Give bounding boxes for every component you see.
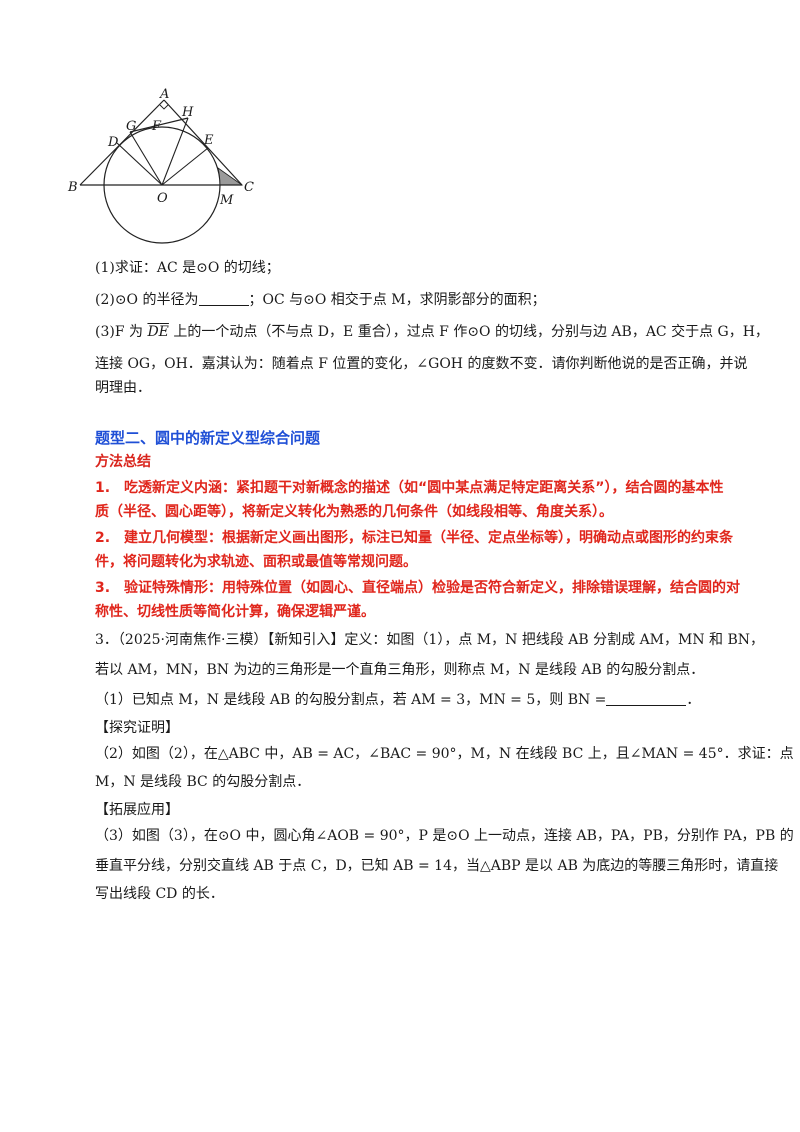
label-h: H — [181, 105, 194, 120]
problem-3-part-1: （1）已知点 M，N 是线段 AB 的勾股分割点，若 AM = 3，MN = 5… — [95, 690, 745, 710]
method-3-line-1: 3. 验证特殊情形：用特殊位置（如圆心、直径端点）检验是否符合新定义，排除错误理… — [95, 580, 741, 596]
radius-answer-blank[interactable] — [198, 291, 249, 306]
geometry-figure: A H G F D E B O M C — [60, 87, 270, 248]
arc-de: DE — [147, 324, 169, 340]
question-part-3-start: (3)F 为 — [95, 324, 148, 340]
segment-od — [116, 142, 163, 186]
label-d: D — [107, 135, 119, 150]
segment-og — [129, 131, 163, 186]
extend-application-label: 【拓展应用】 — [95, 802, 179, 818]
tangent-gh — [129, 117, 189, 133]
label-b: B — [67, 180, 78, 195]
section-title: 题型二、圆中的新定义型综合问题 — [95, 429, 321, 447]
label-e: E — [203, 133, 214, 148]
question-part-3-mid: 上的一个动点（不与点 D，E 重合），过点 F 作⊙O 的切线，分别与边 AB，… — [168, 324, 769, 340]
question-part-3-line-3: 明理由． — [95, 380, 151, 396]
label-c: C — [244, 180, 254, 195]
label-m: M — [219, 193, 234, 208]
problem-3-part-1-end: ． — [686, 692, 701, 708]
label-f: F — [151, 119, 162, 134]
method-2-line-1: 2. 建立几何模型：根据新定义画出图形，标注已知量（半径、定点坐标等），明确动点… — [95, 530, 734, 546]
bn-answer-blank[interactable] — [606, 691, 687, 706]
explore-proof-label: 【探究证明】 — [95, 720, 179, 736]
segment-ab — [79, 99, 165, 186]
segment-oh — [161, 117, 189, 186]
method-summary-title: 方法总结 — [95, 454, 151, 470]
method-2-line-2: 件，将问题转化为求轨迹、面积或最值等常规问题。 — [95, 554, 417, 570]
question-part-2-end: ；OC 与⊙O 相交于点 M，求阴影部分的面积； — [248, 292, 546, 308]
problem-3-part-3-line-3: 写出线段 CD 的长． — [95, 886, 224, 902]
question-part-2: (2)⊙O 的半径为 ；OC 与⊙O 相交于点 M，求阴影部分的面积； — [95, 290, 745, 310]
question-part-3-line-1: (3)F 为 DE 上的一个动点（不与点 D，E 重合），过点 F 作⊙O 的切… — [95, 322, 769, 342]
problem-3-part-3-line-2: 垂直平分线，分别交直线 AB 于点 C，D，已知 AB = 14，当△ABP 是… — [95, 858, 779, 874]
label-a: A — [159, 88, 169, 102]
label-o: O — [157, 191, 168, 206]
right-angle-mark — [159, 104, 169, 110]
segment-oe — [161, 147, 209, 186]
circle-tangent-diagram: A H G F D E B O M C — [67, 87, 254, 244]
question-part-3-line-2: 连接 OG，OH．嘉淇认为：随着点 F 位置的变化，∠GOH 的度数不变．请你判… — [95, 356, 748, 372]
label-g: G — [126, 119, 136, 134]
problem-3-intro-line-1: 3．（2025·河南焦作·三模）【新知引入】定义：如图（1），点 M，N 把线段… — [95, 632, 765, 648]
method-1-line-2: 质（半径、圆心距等），将新定义转化为熟悉的几何条件（如线段相等、角度关系）。 — [95, 504, 613, 520]
shaded-region — [217, 167, 244, 186]
segment-ac — [163, 99, 243, 186]
problem-3-part-2-line-2: M，N 是线段 BC 的勾股分割点． — [95, 774, 311, 790]
method-1-line-1: 1. 吃透新定义内涵：紧扣题干对新概念的描述（如“圆中某点满足特定距离关系”），… — [95, 480, 724, 496]
problem-3-part-2-line-1: （2）如图（2），在△ABC 中，AB = AC，∠BAC = 90°，M，N … — [95, 746, 794, 762]
problem-3-part-3-line-1: （3）如图（3），在⊙O 中，圆心角∠AOB = 90°，P 是⊙O 上一动点，… — [95, 828, 794, 844]
problem-3-part-1-text: （1）已知点 M，N 是线段 AB 的勾股分割点，若 AM = 3，MN = 5… — [95, 692, 607, 708]
question-part-1: (1)求证：AC 是⊙O 的切线； — [95, 260, 280, 276]
method-3-line-2: 称性、切线性质等简化计算，确保逻辑严谨。 — [95, 604, 375, 620]
problem-3-intro-line-2: 若以 AM，MN，BN 为边的三角形是一个直角三角形，则称点 M，N 是线段 A… — [95, 662, 705, 678]
question-part-2-start: (2)⊙O 的半径为 — [95, 292, 199, 308]
